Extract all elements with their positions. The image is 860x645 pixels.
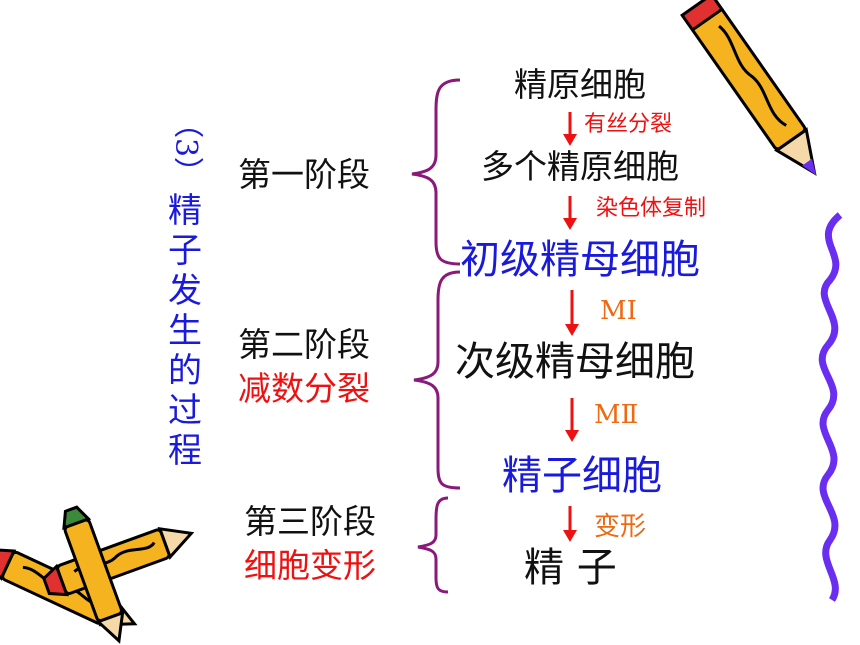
arrow-label-meiosis-1: MⅠ (600, 296, 637, 326)
cell-primary-spermatocyte: 初级精母细胞 (460, 237, 700, 283)
stage-1-name: 第一阶段 (238, 155, 370, 194)
title-char: 子 (168, 231, 202, 272)
arrow-down-icon (563, 112, 577, 146)
title-char: 的 (168, 351, 202, 392)
stage-3-sub: 细胞变形 (244, 546, 376, 585)
arrow-label-mitosis: 有丝分裂 (584, 112, 673, 137)
arrow-down-icon (565, 398, 579, 442)
ribbon-decoration (818, 212, 843, 602)
arrow-label-transform: 变形 (594, 512, 647, 542)
stage-2-name: 第二阶段 (238, 325, 370, 364)
title-prefix: （3） (168, 108, 203, 188)
brace-stage-1 (411, 78, 461, 266)
arrow-label-meiosis-2: MⅡ (594, 400, 639, 430)
brace-stage-3 (417, 496, 449, 594)
pencil-icon (62, 505, 125, 644)
title-char: 生 (168, 311, 202, 352)
pencil-icon (680, 0, 817, 176)
title-char: 程 (168, 431, 202, 472)
stage-3-name: 第三阶段 (244, 502, 376, 541)
title-char: 发 (168, 271, 202, 312)
cell-spermatid: 精子细胞 (502, 453, 662, 499)
arrow-label-replication: 染色体复制 (596, 196, 707, 221)
arrow-down-icon (563, 506, 577, 542)
vertical-title: （3） 精 子 发 生 的 过 程 (164, 108, 206, 471)
cell-secondary-spermatocyte: 次级精母细胞 (455, 339, 695, 385)
brace-stage-2 (413, 270, 461, 490)
cell-sperm: 精 子 (524, 545, 617, 591)
arrow-down-icon (563, 196, 577, 230)
title-char: 精 (168, 191, 202, 232)
stage-2-sub: 减数分裂 (238, 369, 370, 408)
cell-spermatogonium: 精原细胞 (514, 65, 646, 104)
cell-multiple-spermatogonia: 多个精原细胞 (481, 147, 679, 186)
title-char: 过 (168, 391, 202, 432)
arrow-down-icon (565, 290, 579, 336)
